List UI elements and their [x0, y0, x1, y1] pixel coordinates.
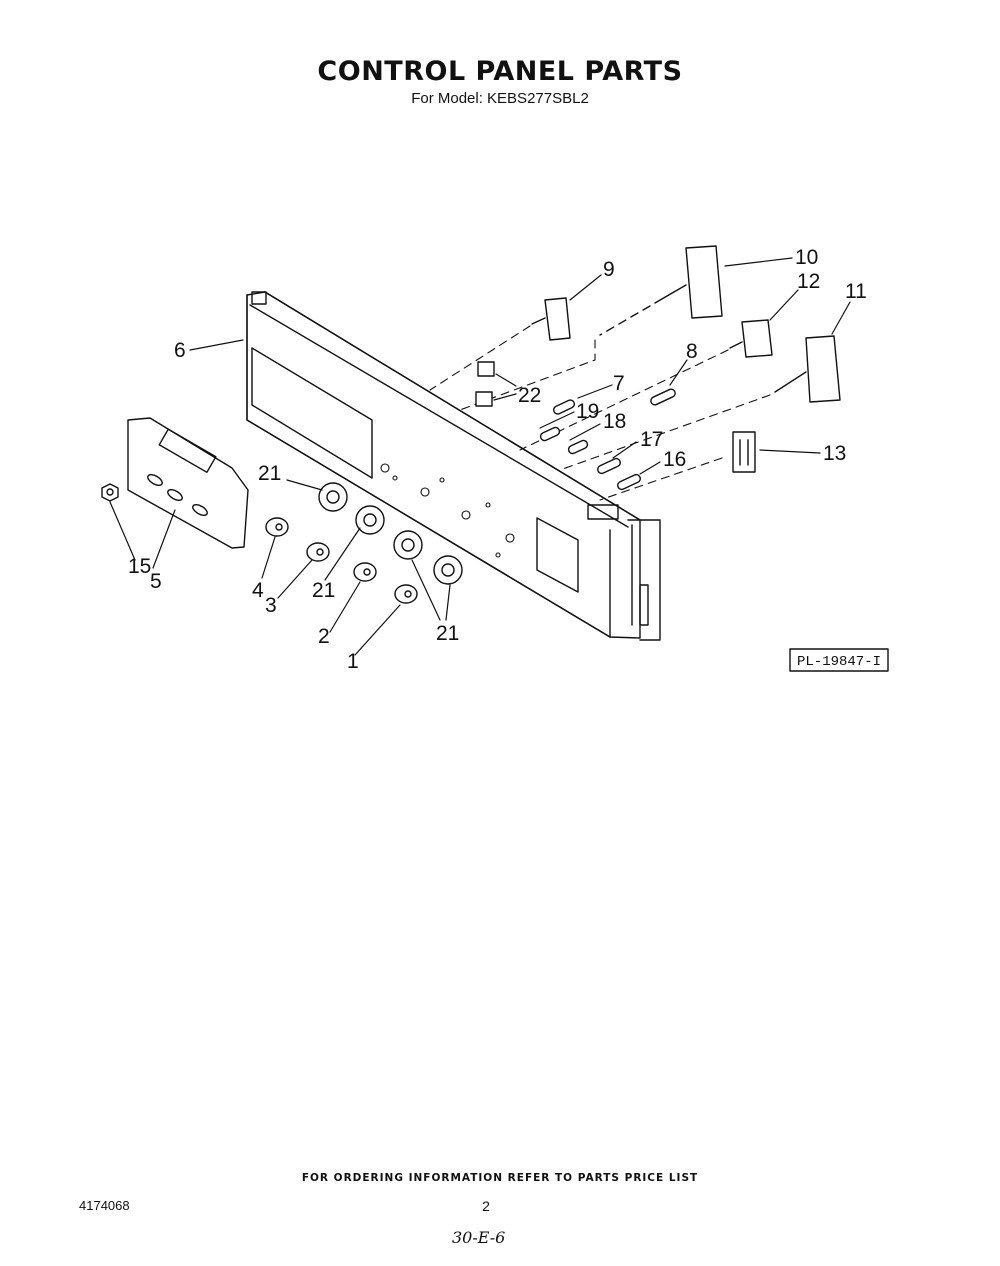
- callout-17: 17: [640, 428, 663, 451]
- callout-labels: 6 9 10 12 11 8 7 22 19 18 17 16 13 21 4 …: [128, 246, 867, 673]
- brackets-part-22: [475, 361, 495, 407]
- switch-part-10: [599, 245, 723, 336]
- callout-21-top: 21: [258, 462, 281, 485]
- wire-leads: [429, 325, 771, 501]
- switch-part-12: [729, 319, 773, 358]
- callout-6: 6: [174, 339, 186, 362]
- handwritten-code: 30-E-6: [452, 1228, 506, 1247]
- callout-9: 9: [603, 258, 615, 281]
- callout-8: 8: [686, 340, 698, 363]
- page-number: 2: [482, 1198, 490, 1214]
- leader-lines: [109, 257, 851, 656]
- connector-part-13: [732, 431, 756, 473]
- callout-7: 7: [613, 372, 625, 395]
- bezels-part-21: [318, 482, 463, 585]
- callout-12: 12: [797, 270, 820, 293]
- callout-11: 11: [845, 280, 867, 303]
- callout-3: 3: [265, 594, 277, 617]
- callout-19: 19: [576, 400, 599, 423]
- callout-13: 13: [823, 442, 846, 465]
- switch-part-9: [531, 297, 571, 341]
- callout-21-mid: 21: [312, 579, 335, 602]
- ordering-note: FOR ORDERING INFORMATION REFER TO PARTS …: [301, 1172, 699, 1184]
- callout-15: 15: [128, 555, 151, 578]
- screws-and-washers: [380, 463, 515, 558]
- document-number: 4174068: [79, 1198, 130, 1213]
- page-title: CONTROL PANEL PARTS: [317, 56, 683, 87]
- callout-16: 16: [663, 448, 686, 471]
- callout-10: 10: [795, 246, 818, 269]
- callout-22: 22: [518, 384, 541, 407]
- callout-4: 4: [252, 579, 264, 602]
- callout-21-bottom: 21: [436, 622, 459, 645]
- callout-2: 2: [318, 625, 330, 648]
- model-subtitle: For Model: KEBS277SBL2: [411, 90, 589, 107]
- callout-18: 18: [603, 410, 626, 433]
- control-panel-part-6: [246, 291, 661, 641]
- plate-id-box: PL-19847-I: [789, 648, 889, 672]
- plate-id-text: PL-19847-I: [797, 654, 881, 670]
- overlay-part-5: [127, 417, 249, 549]
- switch-part-11: [774, 335, 841, 403]
- nut-part-15: [101, 483, 119, 502]
- callout-1: 1: [347, 650, 359, 673]
- callout-5: 5: [150, 570, 162, 593]
- knobs-parts-1-4: [265, 517, 418, 604]
- fuse-holders: [539, 388, 676, 491]
